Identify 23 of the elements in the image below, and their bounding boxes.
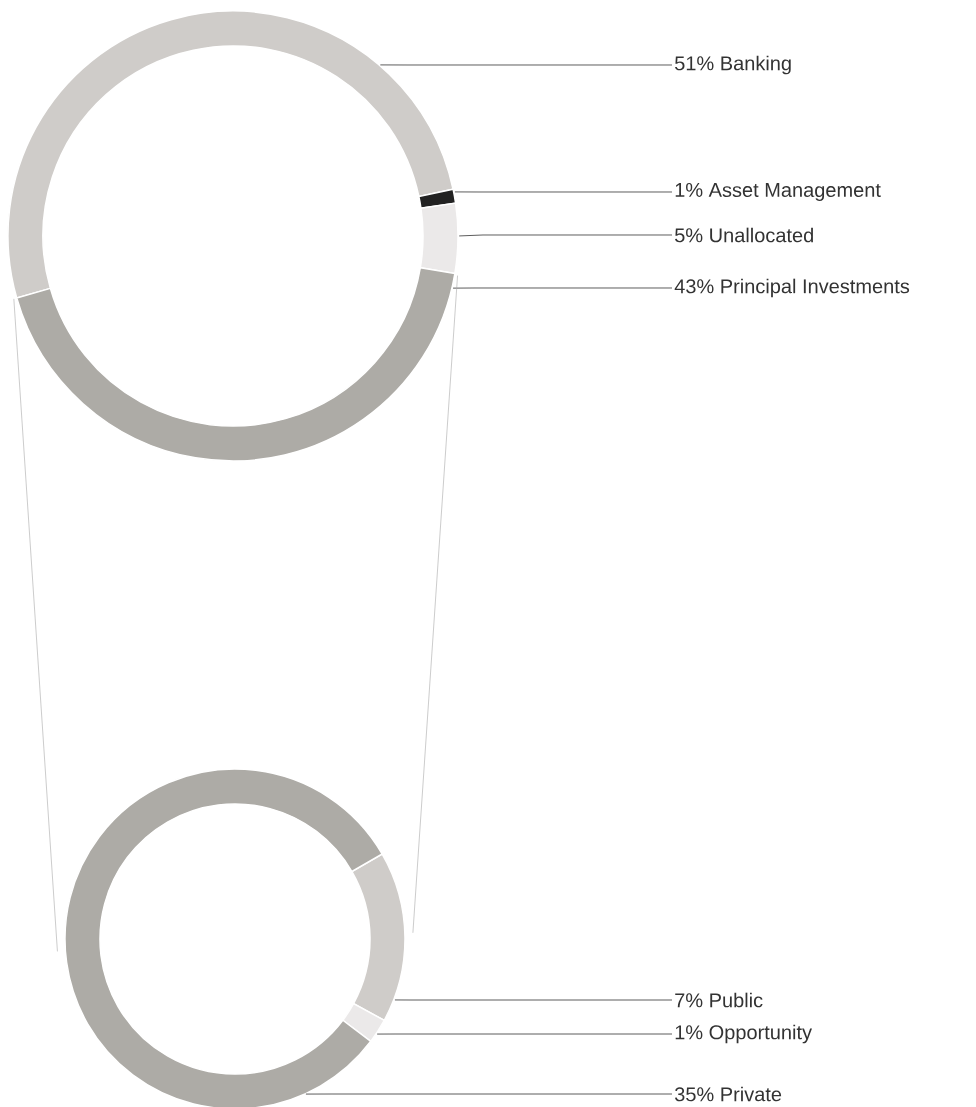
leader-line [376, 1033, 673, 1035]
segment-label: 51% Banking [675, 55, 791, 75]
leader-line [394, 999, 673, 1001]
donut-segment [351, 853, 406, 1022]
leader-line [305, 1093, 673, 1095]
segment-label: 35% Private [675, 1086, 782, 1102]
donut-segment [16, 266, 456, 462]
zoom-line [13, 298, 58, 952]
donut-segment [64, 768, 383, 1107]
leader-line [452, 287, 673, 289]
zoom-line [412, 275, 458, 934]
donut-segment [418, 188, 457, 209]
leader-line [379, 64, 673, 66]
segment-label: 7% Public [675, 992, 763, 1008]
donut-segment [419, 202, 459, 275]
segment-label: 5% Unallocated [675, 227, 813, 243]
segment-label: 1% Opportunity [675, 1024, 812, 1044]
segment-label: 1% Asset Management [675, 183, 881, 201]
donut-segment [342, 1002, 385, 1043]
donut-segment [7, 10, 454, 299]
segment-label: 43% Principal Investments [674, 278, 910, 298]
leader-line [458, 234, 673, 237]
leader-line [454, 191, 673, 193]
